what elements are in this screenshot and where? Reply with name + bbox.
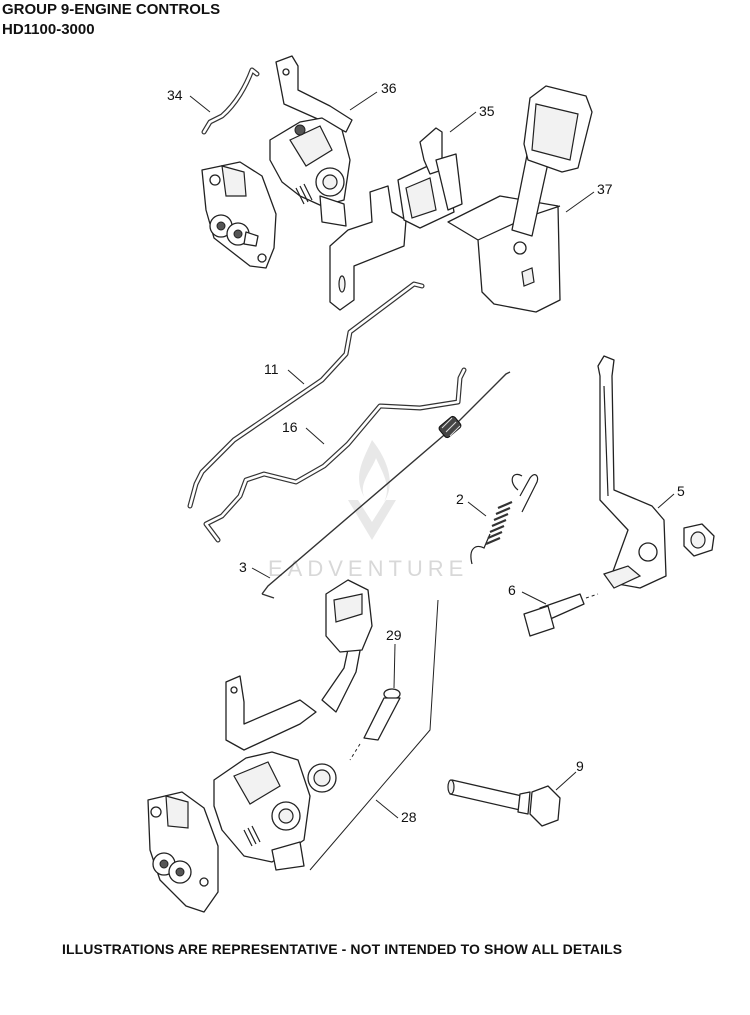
- part-29-clevis-pin[interactable]: [349, 688, 401, 761]
- callout-36: 36: [381, 80, 397, 96]
- callout-6: 6: [508, 582, 516, 598]
- callout-16: 16: [282, 419, 298, 435]
- watermark: EADVENTURE: [268, 440, 468, 581]
- disclaimer-footer: ILLUSTRATIONS ARE REPRESENTATIVE - NOT I…: [62, 941, 623, 957]
- part-37-throttle-lever-assembly[interactable]: [447, 85, 593, 313]
- part-9-shoulder-bolt[interactable]: [447, 779, 561, 827]
- part-11-throttle-rod[interactable]: [187, 281, 425, 509]
- callout-2: 2: [456, 491, 464, 507]
- part-16-choke-rod[interactable]: [203, 367, 467, 543]
- callout-28: 28: [401, 809, 417, 825]
- part-28-control-assembly[interactable]: [147, 579, 373, 913]
- part-5-nut[interactable]: [683, 523, 715, 557]
- part-2-extension-spring[interactable]: [470, 473, 539, 565]
- page-header: GROUP 9-ENGINE CONTROLS HD1100-3000: [2, 0, 220, 40]
- callout-29: 29: [386, 627, 402, 643]
- part-34-rod[interactable]: [201, 67, 260, 135]
- page-title: GROUP 9-ENGINE CONTROLS: [2, 1, 221, 18]
- watermark-text: EADVENTURE: [268, 556, 468, 581]
- callout-11: 11: [264, 361, 279, 377]
- model-number: HD1100-3000: [2, 21, 95, 38]
- callout-34: 34: [167, 87, 183, 103]
- part-5-choke-lever[interactable]: [597, 355, 667, 589]
- part-36-governor-control-assembly[interactable]: [201, 55, 353, 269]
- callout-labels: 34 36 35 37 11 16 2 5 3 6 29 9 28: [167, 80, 685, 825]
- callout-5: 5: [677, 483, 685, 499]
- leader-lines: [189, 91, 675, 819]
- callout-35: 35: [479, 103, 495, 119]
- callout-3: 3: [239, 559, 247, 575]
- part-35-mounting-bracket[interactable]: [329, 127, 463, 311]
- callout-9: 9: [576, 758, 584, 774]
- part-3-wire-link[interactable]: [261, 371, 511, 599]
- callout-37: 37: [597, 181, 613, 197]
- part-6-shoulder-pin[interactable]: [523, 593, 599, 637]
